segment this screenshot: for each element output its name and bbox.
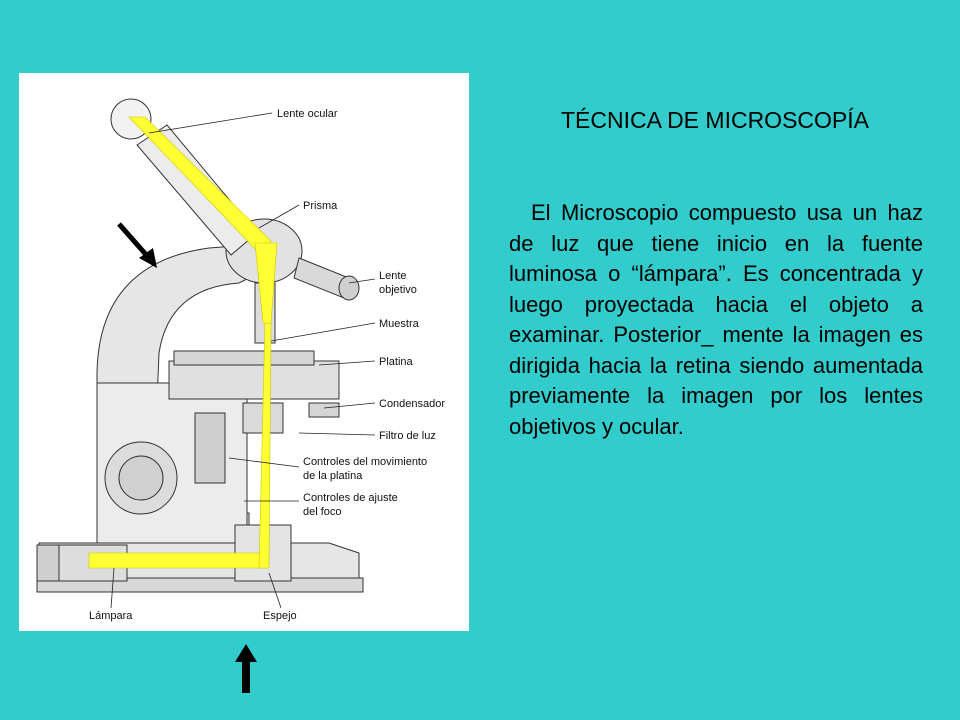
label-lente-objetivo-1: Lente bbox=[379, 270, 407, 282]
label-muestra: Muestra bbox=[379, 318, 420, 330]
label-condensador: Condensador bbox=[379, 398, 445, 410]
stage-platform bbox=[168, 360, 340, 400]
label-lampara: Lámpara bbox=[89, 610, 133, 622]
label-platina: Platina bbox=[379, 356, 414, 368]
light-beam-prism bbox=[254, 242, 278, 324]
label-prisma: Prisma bbox=[303, 200, 338, 212]
microscope-drawing: Lente ocular Prisma Lente objetivo Muest… bbox=[36, 98, 445, 622]
light-beam-lamp bbox=[88, 552, 268, 569]
page-title: TÉCNICA DE MICROSCOPÍA bbox=[561, 107, 869, 133]
filter bbox=[308, 402, 340, 418]
label-lente-ocular: Lente ocular bbox=[277, 108, 338, 120]
arrow-down-right-icon bbox=[117, 222, 157, 268]
label-controles-movimiento-2: de la platina bbox=[303, 470, 363, 482]
label-lente-objetivo-2: objetivo bbox=[379, 284, 417, 296]
focus-knob-inner bbox=[118, 455, 164, 501]
label-controles-foco-1: Controles de ajuste bbox=[303, 492, 398, 504]
label-filtro-de-luz: Filtro de luz bbox=[379, 430, 436, 442]
stage-top bbox=[173, 350, 315, 366]
light-beam-eyepiece bbox=[128, 116, 272, 254]
label-controles-movimiento-1: Controles del movimiento bbox=[303, 456, 427, 468]
description-paragraph: El Microscopio compuesto usa un haz de l… bbox=[509, 200, 923, 439]
label-espejo: Espejo bbox=[263, 610, 297, 622]
stage-control-knob bbox=[194, 412, 226, 484]
microscope-diagram: Lente ocular Prisma Lente objetivo Muest… bbox=[19, 73, 469, 631]
arrow-up-icon bbox=[235, 644, 257, 693]
label-controles-foco-2: del foco bbox=[303, 506, 342, 518]
